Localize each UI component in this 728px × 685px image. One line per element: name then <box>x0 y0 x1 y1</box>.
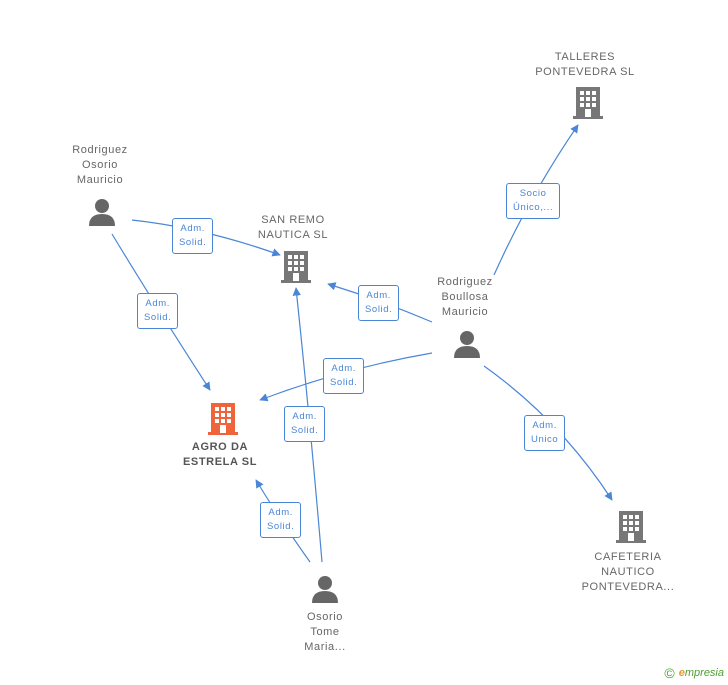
node-label-line: Boullosa <box>441 291 489 303</box>
node-label-line: Maria... <box>304 641 346 653</box>
node-label-rodriguez-boullosa[interactable]: Rodriguez Boullosa Mauricio <box>420 275 510 320</box>
node-label-line: Rodriguez <box>72 144 128 156</box>
edge-label-line: Adm. <box>180 223 205 234</box>
node-label-line: CAFETERIA <box>594 551 662 563</box>
node-label-rodriguez-osorio[interactable]: Rodriguez Osorio Mauricio <box>55 143 145 188</box>
brand-logo-text: mpresia <box>684 667 724 679</box>
node-label-san-remo[interactable]: SAN REMO NAUTICA SL <box>243 213 343 243</box>
edge-label-line: Socio <box>519 188 547 199</box>
edge-label-line: Solid. <box>267 521 295 532</box>
brand-logo: empresia <box>679 667 724 679</box>
building-icon[interactable] <box>280 250 312 284</box>
copyright-icon: © <box>664 665 675 681</box>
footer-branding: © empresia <box>664 665 724 681</box>
edge-label-osorio-agro[interactable]: Adm. Solid. <box>137 293 179 329</box>
building-icon[interactable] <box>572 86 604 120</box>
building-icon[interactable] <box>615 510 647 544</box>
node-label-cafeteria[interactable]: CAFETERIA NAUTICO PONTEVEDRA... <box>572 550 684 595</box>
edge-label-line: Adm. <box>331 363 356 374</box>
node-label-line: TALLERES <box>554 51 616 63</box>
edge-label-line: Adm. <box>292 411 317 422</box>
edge-label-line: Adm. <box>532 420 557 431</box>
main-building-icon[interactable] <box>207 402 239 436</box>
edge-label-tome-agro[interactable]: Adm. Solid. <box>260 502 302 538</box>
edge-label-line: Adm. <box>268 507 293 518</box>
person-icon[interactable] <box>310 574 340 604</box>
node-label-line: Osorio <box>82 159 118 171</box>
node-label-line: Rodriguez <box>437 276 493 288</box>
edge-label-line: Adm. <box>366 290 391 301</box>
edge-label-line: Solid. <box>179 237 207 248</box>
edge-label-tome-sanremo[interactable]: Adm. Solid. <box>284 406 326 442</box>
edge-label-line: Solid. <box>291 425 319 436</box>
node-label-line: PONTEVEDRA SL <box>535 66 635 78</box>
node-label-agro[interactable]: AGRO DA ESTRELA SL <box>165 440 275 470</box>
node-label-line: Tome <box>310 626 340 638</box>
edge-label-line: Solid. <box>365 304 393 315</box>
edge-label-line: Solid. <box>330 377 358 388</box>
edge-label-line: Adm. <box>145 298 170 309</box>
node-label-line: SAN REMO <box>261 214 325 226</box>
edge-label-line: Unico <box>531 434 559 445</box>
node-label-line: ESTRELA SL <box>182 456 258 468</box>
node-label-line: AGRO DA <box>191 441 249 453</box>
node-label-line: Osorio <box>307 611 343 623</box>
edge-label-boullosa-sanremo[interactable]: Adm. Solid. <box>358 285 400 321</box>
edge-label-osorio-sanremo[interactable]: Adm. Solid. <box>172 218 214 254</box>
node-label-osorio-tome[interactable]: Osorio Tome Maria... <box>280 610 370 655</box>
node-label-talleres[interactable]: TALLERES PONTEVEDRA SL <box>525 50 645 80</box>
edge-label-boullosa-talleres[interactable]: Socio Único,... <box>506 183 561 219</box>
node-label-line: Mauricio <box>76 174 124 186</box>
edge-label-line: Solid. <box>144 312 172 323</box>
person-icon[interactable] <box>452 329 482 359</box>
brand-logo-e: e <box>678 667 685 679</box>
person-icon[interactable] <box>87 197 117 227</box>
node-label-line: PONTEVEDRA... <box>581 581 675 593</box>
node-label-line: Mauricio <box>441 306 489 318</box>
node-label-line: NAUTICO <box>601 566 655 578</box>
edge-label-line: Único,... <box>513 202 554 213</box>
node-label-line: NAUTICA SL <box>257 229 329 241</box>
edge-label-boullosa-cafeteria[interactable]: Adm. Unico <box>524 415 566 451</box>
edge-label-boullosa-agro[interactable]: Adm. Solid. <box>323 358 365 394</box>
